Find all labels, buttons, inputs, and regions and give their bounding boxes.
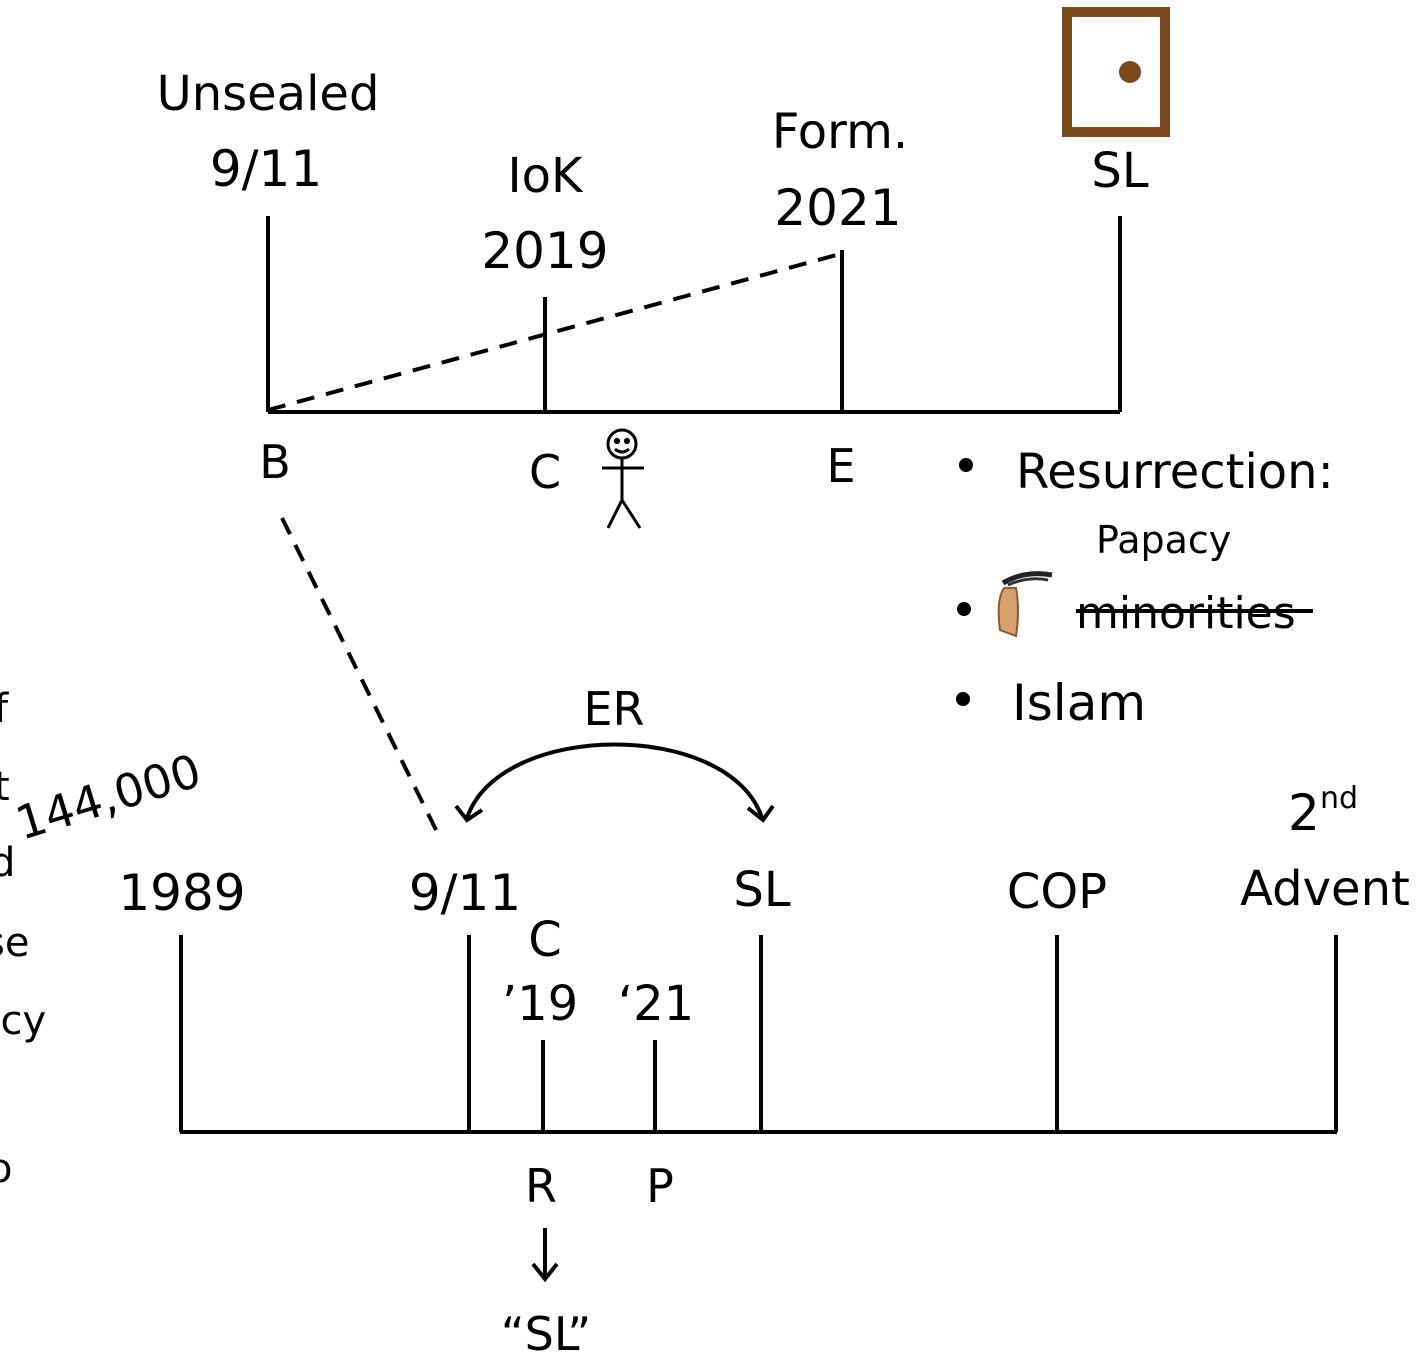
er-arrowhead-left bbox=[454, 804, 484, 823]
bullet-dot bbox=[959, 458, 973, 472]
top-label-sl: SL bbox=[1091, 143, 1148, 199]
bottom-sub-19: ’19 bbox=[502, 976, 578, 1032]
bottom-below-p: P bbox=[646, 1159, 674, 1213]
cutoff-fragment: t bbox=[0, 764, 10, 810]
bullet-dot bbox=[956, 692, 970, 706]
bottom-label-911: 9/11 bbox=[409, 864, 521, 922]
bottom-label-advent: Advent bbox=[1240, 861, 1410, 917]
top-label-unsealed: Unsealed bbox=[157, 66, 380, 122]
top-below-c: C bbox=[529, 445, 561, 499]
stick-figure-icon bbox=[602, 428, 644, 529]
bullet-resurrection: Resurrection: bbox=[1016, 444, 1334, 500]
bottom-label-sl: SL bbox=[733, 862, 790, 918]
arrow-target-sl: “SL” bbox=[501, 1307, 591, 1354]
bullet-dot bbox=[957, 602, 971, 616]
arc-label-er: ER bbox=[583, 682, 644, 736]
bottom-below-r: R bbox=[525, 1159, 557, 1213]
top-label-2021: 2021 bbox=[774, 179, 901, 237]
top-label-form: Form. bbox=[772, 104, 908, 160]
top-dashed-line bbox=[267, 252, 841, 412]
top-below-b: B bbox=[259, 435, 291, 489]
top-timeline: Unsealed 9/11 IoK 2019 Form. 2021 SL B C… bbox=[157, 7, 1170, 529]
cutoff-fragment: acy bbox=[0, 998, 46, 1044]
cutoff-fragment: o bbox=[0, 1146, 12, 1192]
bottom-sub-21: ‘21 bbox=[618, 976, 694, 1032]
door-icon bbox=[1062, 7, 1170, 137]
top-label-iok: IoK bbox=[508, 148, 585, 204]
cutoff-fragment: se bbox=[0, 920, 29, 966]
connector-dashed-line bbox=[280, 517, 442, 839]
top-label-2019: 2019 bbox=[481, 222, 608, 280]
hand-hair-icon bbox=[997, 571, 1053, 638]
er-arrowhead-right bbox=[746, 804, 775, 823]
bottom-sub-c: C bbox=[528, 912, 562, 968]
bullet-minorities: minorities bbox=[1076, 588, 1296, 639]
rotated-144000: 144,000 bbox=[9, 743, 207, 850]
bullet-list: Resurrection: Papacy minorities Islam bbox=[956, 444, 1334, 732]
bottom-label-2: 2 bbox=[1288, 784, 1320, 842]
cutoff-fragment: d bbox=[0, 840, 15, 886]
bottom-label-cop: COP bbox=[1007, 864, 1107, 920]
bullet-islam: Islam bbox=[1012, 674, 1146, 732]
cutoff-fragment: f bbox=[0, 686, 9, 732]
top-label-911: 9/11 bbox=[210, 140, 322, 198]
top-below-e: E bbox=[826, 439, 855, 493]
er-arc bbox=[465, 742, 764, 819]
left-cutoff-text: f t d se acy o 144,000 bbox=[0, 686, 207, 1192]
bottom-timeline: ER 1989 9/11 SL COP 2 nd Advent C ’19 ‘2… bbox=[118, 682, 1409, 1354]
bottom-label-nd: nd bbox=[1320, 781, 1358, 816]
bullet-papacy: Papacy bbox=[1096, 518, 1231, 562]
down-arrow-icon bbox=[531, 1228, 559, 1283]
bottom-label-1989: 1989 bbox=[118, 864, 245, 922]
